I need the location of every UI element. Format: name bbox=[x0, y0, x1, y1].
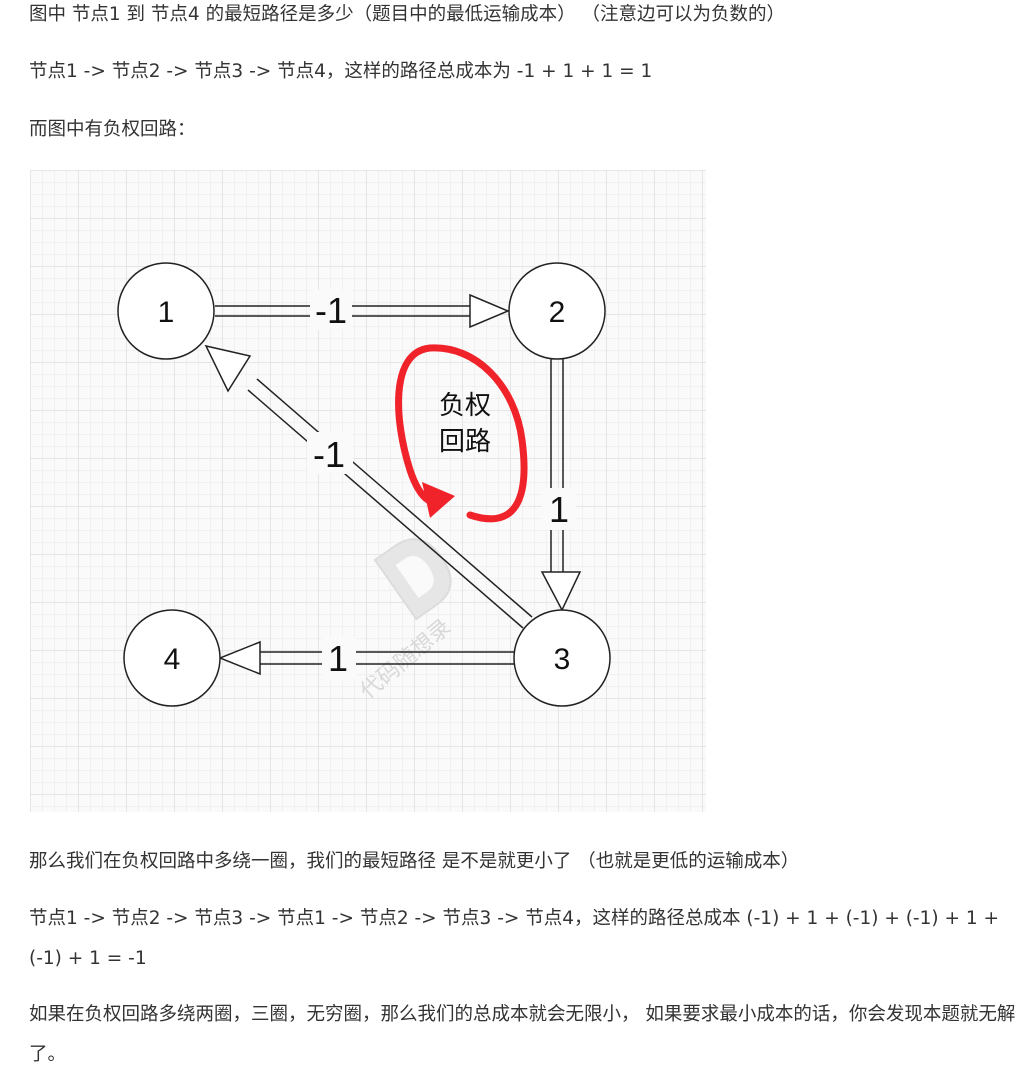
node-1-label: 1 bbox=[158, 296, 175, 329]
edge-label-3-4: 1 bbox=[328, 638, 348, 679]
path-example-paragraph: 节点1 -> 节点2 -> 节点3 -> 节点4，这样的路径总成本为 -1 + … bbox=[29, 61, 653, 82]
edge-label-1-2: -1 bbox=[315, 290, 347, 331]
cycle-label-line2: 回路 bbox=[439, 427, 491, 457]
edge-3-to-4: 1 bbox=[217, 637, 514, 679]
edge-label-2-3: 1 bbox=[549, 489, 569, 530]
cycle-arc bbox=[395, 344, 528, 523]
graph-svg: 代码随想录 -1 1 -1 bbox=[30, 170, 706, 812]
watermark-logo-inner bbox=[395, 556, 434, 598]
node-2-label: 2 bbox=[549, 296, 566, 329]
edge-3-to-1: -1 bbox=[204, 344, 533, 629]
cycle-intro-paragraph: 而图中有负权回路： bbox=[29, 119, 196, 140]
edge-label-3-1: -1 bbox=[313, 434, 345, 475]
node-1: 1 bbox=[117, 262, 215, 360]
question-paragraph: 图中 节点1 到 节点4 的最短路径是多少（题目中的最低运输成本） （注意边可以… bbox=[29, 4, 785, 25]
cycle-arrowhead-icon bbox=[422, 482, 455, 518]
node-4: 4 bbox=[123, 609, 221, 707]
node-4-label: 4 bbox=[164, 643, 181, 676]
watermark bbox=[373, 538, 452, 621]
node-3-label: 3 bbox=[554, 643, 571, 676]
node-3: 3 bbox=[513, 609, 611, 707]
cycle-label-line1: 负权 bbox=[439, 391, 491, 421]
graph-figure: 代码随想录 -1 1 -1 bbox=[30, 170, 706, 812]
loop-once-paragraph: 那么我们在负权回路中多绕一圈，我们的最短路径 是不是就更小了 （也就是更低的运输… bbox=[29, 851, 800, 872]
conclusion-paragraph: 如果在负权回路多绕两圈，三圈，无穷圈，那么我们的总成本就会无限小， 如果要求最小… bbox=[29, 1004, 1016, 1065]
edge-2-to-3: 1 bbox=[540, 358, 582, 612]
grid-lines bbox=[30, 170, 706, 812]
negative-cycle-annotation: 负权 回路 bbox=[395, 344, 528, 523]
edge-1-to-2: -1 bbox=[215, 290, 510, 331]
node-2: 2 bbox=[508, 262, 606, 360]
loop-path-paragraph: 节点1 -> 节点2 -> 节点3 -> 节点1 -> 节点2 -> 节点3 -… bbox=[29, 908, 1000, 969]
